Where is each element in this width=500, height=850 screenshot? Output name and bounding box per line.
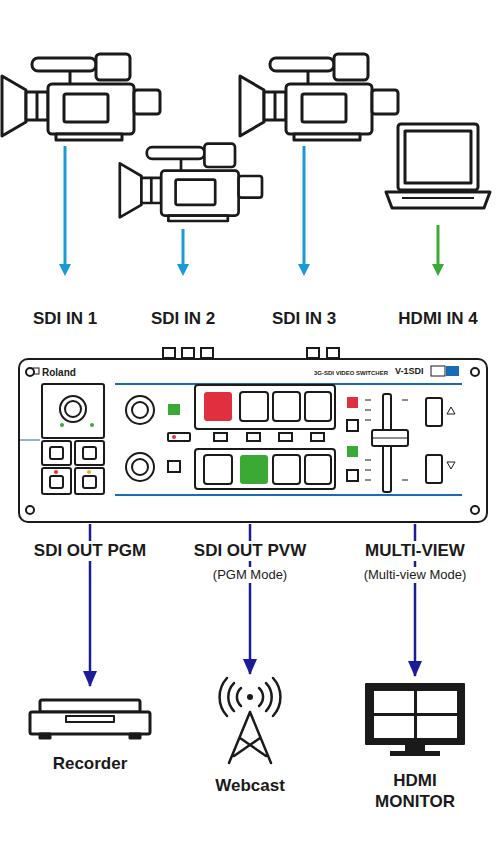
output-label: SDI OUT PVW (191, 541, 309, 561)
input-label: SDI IN 3 (269, 309, 339, 329)
output-label: (PGM Mode) (210, 567, 290, 583)
switcher-unit: Roland 3G-SDI VIDEO SWITCHER V-1SDI (18, 358, 488, 523)
device-label: Webcast (192, 776, 308, 796)
input-label: SDI IN 1 (30, 309, 100, 329)
input-label: SDI IN 2 (148, 309, 218, 329)
recorder-icon (30, 700, 150, 738)
laptop-icon (386, 124, 490, 208)
output-label: SDI OUT PGM (31, 541, 149, 561)
switcher-panel (20, 366, 479, 514)
panel-print: V-1SDI (395, 367, 424, 377)
monitor-icon (366, 684, 464, 756)
output-device: Recorder (22, 688, 158, 774)
output-label: (Multi-view Mode) (361, 567, 470, 583)
output-device: HDMI MONITOR (355, 678, 475, 812)
panel-print: 3G-SDI VIDEO SWITCHER (314, 370, 388, 377)
webcast-icon (220, 678, 281, 763)
input-arrows (59, 146, 444, 276)
panel-print: Roland (42, 367, 76, 378)
output-device: Webcast (192, 676, 308, 796)
device-label: Recorder (22, 754, 158, 774)
input-label: HDMI IN 4 (395, 309, 480, 329)
output-label: MULTI-VIEW (362, 541, 468, 561)
device-label: HDMI MONITOR (365, 771, 465, 812)
connector-jacks (163, 348, 339, 358)
